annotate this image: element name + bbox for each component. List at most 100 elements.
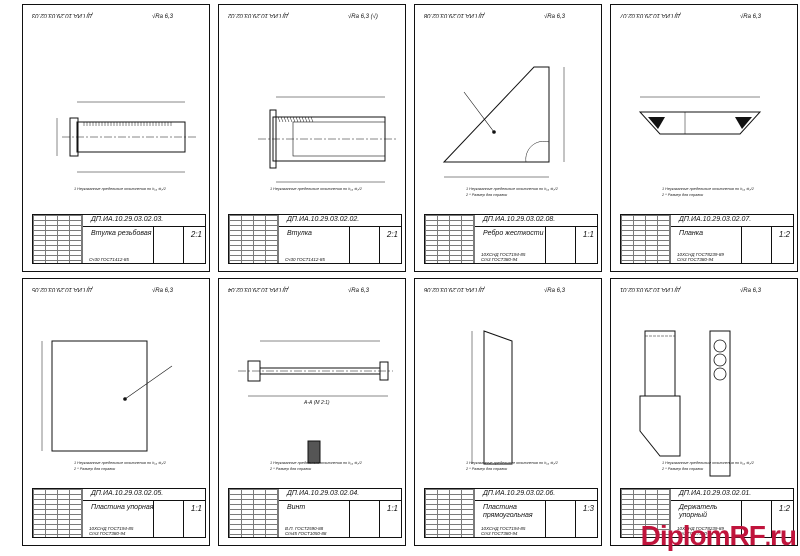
title-block-divider (279, 500, 401, 501)
roughness-symbol: √Ra 6,3 (348, 288, 369, 294)
title-block-column (741, 500, 742, 537)
title-block-column (153, 226, 154, 263)
title-block-grid (425, 215, 475, 263)
title-block-column (575, 226, 576, 263)
reference-note: 2 * Размер для справок (662, 467, 704, 471)
drawing-scale: 1:2 (778, 504, 790, 513)
roughness-symbol: √Ra 6,3 (544, 14, 565, 20)
title-block-divider (475, 226, 597, 227)
hatch-mark (277, 116, 281, 123)
part-drawing (638, 96, 762, 135)
reference-note: 2 * Размер для справок (74, 467, 116, 471)
title-block-column (771, 500, 772, 537)
holder-hole (713, 353, 727, 367)
title-block-column (545, 226, 546, 263)
hatch-mark (295, 116, 299, 123)
tolerance-note: 1 Неуказанные предельные отклонения по h… (466, 187, 558, 191)
part-name: Планка (679, 230, 703, 237)
title-block-grid (33, 489, 83, 537)
plate-outline (483, 330, 513, 465)
tolerance-note: 1 Неуказанные предельные отклонения по h… (662, 461, 754, 465)
title-block-column (741, 226, 742, 263)
drawing-frame (218, 4, 406, 272)
drawing-scale: 2:1 (190, 230, 202, 239)
reference-note: 2 * Размер для справок (466, 467, 508, 471)
part-material: Сч30 ГОСТ1412-85 (285, 257, 325, 262)
roughness-symbol: √Ra 6,3 (√) (348, 14, 378, 20)
holder-front (644, 330, 676, 397)
hatch-mark (310, 116, 314, 123)
tolerance-note: 1 Неуказанные предельные отклонения по h… (662, 187, 754, 191)
weld-right (735, 117, 752, 129)
drawing-code: ДП.ИА.10.29.03.02.02. (287, 216, 360, 223)
title-block-column (771, 226, 772, 263)
drawing-scale: 1:1 (386, 504, 398, 513)
holder-lower (639, 395, 681, 457)
part-name: Пластина прямоугольная (483, 504, 533, 519)
part-material: 10ХСНД ГОСТ194-85 Ст3 ГОСТ380-94 (89, 526, 134, 536)
part-drawing (639, 330, 731, 477)
drawing-frame (22, 4, 210, 272)
plank-outline (638, 111, 762, 135)
title-block: ДП.ИА.10.29.03.02.06. Пластина прямоуголь… (424, 488, 598, 538)
drawing-scale: 1:2 (778, 230, 790, 239)
drawing-scale: 2:1 (386, 230, 398, 239)
holder-hole (713, 339, 727, 353)
title-block-column (575, 500, 576, 537)
tolerance-note: 1 Неуказанные предельные отклонения по h… (270, 187, 362, 191)
drawing-code: ДП.ИА.10.29.03.02.06. (483, 490, 556, 497)
reference-note: 2 * Размер для справок (466, 193, 508, 197)
sheet-stamp: ДП.ИА.10.29.03.02.01 (620, 286, 681, 292)
title-block-divider (83, 500, 205, 501)
tolerance-note: 1 Неуказанные предельные отклонения по h… (74, 187, 166, 191)
drawing-scale: 1:3 (582, 504, 594, 513)
hatch-mark (280, 116, 284, 123)
section-view (307, 440, 321, 464)
angle-arc (525, 141, 550, 163)
title-block-grid (229, 489, 279, 537)
drawing-frame (610, 278, 798, 546)
sheet-stamp: ДП.ИА.10.29.03.02.05 (32, 286, 93, 292)
sheet-stamp: ДП.ИА.10.29.03.02.06 (424, 286, 485, 292)
part-drawing (442, 66, 565, 178)
hatch-mark (301, 116, 305, 123)
tolerance-note: 1 Неуказанные предельные отклонения по h… (466, 461, 558, 465)
title-block-grid (621, 215, 671, 263)
drawing-frame (414, 278, 602, 546)
title-block-column (379, 226, 380, 263)
title-block-column (379, 500, 380, 537)
title-block-column (545, 500, 546, 537)
reference-note: 2 * Размер для справок (662, 193, 704, 197)
title-block-column (349, 226, 350, 263)
part-material: 10ХСНД ГОСТ8239-89 Ст3 ГОСТ380-94 (677, 526, 724, 536)
drawing-scale: 1:1 (582, 230, 594, 239)
title-block-column (153, 500, 154, 537)
sheet-stamp: ДП.ИА.10.29.03.02.03 (32, 12, 93, 18)
part-name: Втулка (287, 230, 312, 237)
sheet-stamp: ДП.ИА.10.29.03.02.04 (228, 286, 289, 292)
part-material: 10ХСНД ГОСТ8239-89 Ст3 ГОСТ380-94 (677, 252, 724, 262)
drawing-code: ДП.ИА.10.29.03.02.04. (287, 490, 360, 497)
part-drawing (238, 340, 393, 464)
tolerance-note: 1 Неуказанные предельные отклонения по h… (270, 461, 362, 465)
part-material: 10ХСНД ГОСТ194-85 Ст3 ГОСТ380-94 (481, 526, 526, 536)
title-block-column (183, 500, 184, 537)
hatch-mark (304, 116, 308, 123)
drawing-code: ДП.ИА.10.29.03.02.03. (91, 216, 164, 223)
roughness-symbol: √Ra 6,3 (740, 14, 761, 20)
holder-hole (713, 367, 727, 381)
drawing-code: ДП.ИА.10.29.03.02.05. (91, 490, 164, 497)
title-block-divider (671, 226, 793, 227)
title-block-grid (33, 215, 83, 263)
hatch-mark (286, 116, 290, 123)
drawing-code: ДП.ИА.10.29.03.02.07. (679, 216, 752, 223)
hatch-mark (307, 116, 311, 123)
drawing-frame (218, 278, 406, 546)
weld-left (648, 117, 665, 129)
drawing-code: ДП.ИА.10.29.03.02.08. (483, 216, 556, 223)
sheet-stamp: ДП.ИА.10.29.03.02.08 (424, 12, 485, 18)
section-label: А-А (М 2:1) (304, 400, 330, 406)
